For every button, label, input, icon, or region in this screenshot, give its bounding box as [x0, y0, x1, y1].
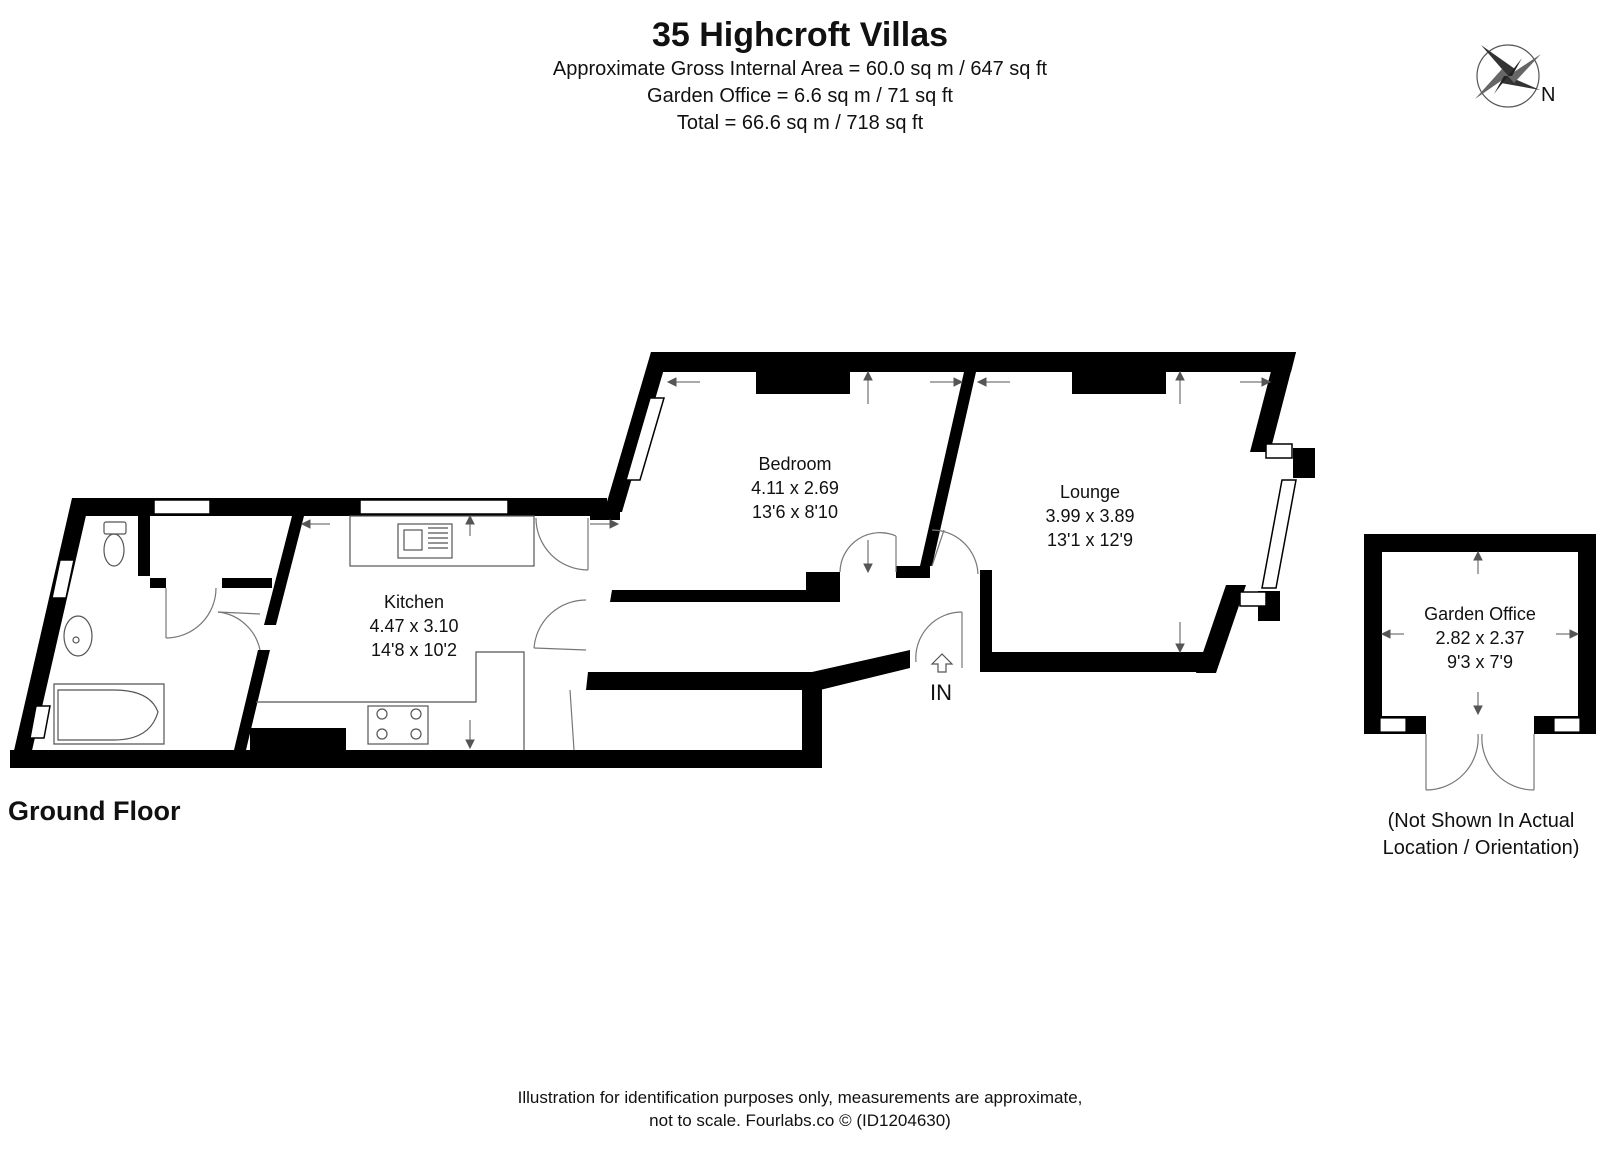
- garden-office-imperial: 9'3 x 7'9: [1447, 652, 1513, 672]
- kitchen-fittings: [256, 515, 535, 750]
- kitchen-imperial: 14'8 x 10'2: [371, 640, 457, 660]
- disclaimer-line-2: not to scale. Fourlabs.co © (ID1204630): [649, 1111, 951, 1130]
- garden-office-walls: [1364, 534, 1596, 734]
- bedroom-label: Bedroom 4.11 x 2.69 13'6 x 8'10: [715, 452, 875, 524]
- kitchen-label: Kitchen 4.47 x 3.10 14'8 x 10'2: [334, 590, 494, 662]
- kitchen-name: Kitchen: [383, 592, 445, 612]
- windows: [29, 397, 1297, 739]
- entrance-label: IN: [930, 680, 952, 705]
- garden-office-name: Garden Office: [1424, 604, 1536, 624]
- garden-office-doors: [1425, 733, 1535, 791]
- bathroom-fittings: [53, 521, 165, 745]
- garden-office-metric: 2.82 x 2.37: [1435, 628, 1525, 648]
- total-area-line: Total = 66.6 sq m / 718 sq ft: [676, 112, 924, 134]
- compass-rose-icon: [1475, 44, 1541, 108]
- gross-area-line: Approximate Gross Internal Area = 60.0 s…: [552, 58, 1048, 80]
- disclaimer-line-1: Illustration for identification purposes…: [517, 1088, 1083, 1107]
- property-title: 35 Highcroft Villas: [651, 16, 949, 54]
- floor-label: Ground Floor: [8, 796, 181, 826]
- garden-office-note-line-2: Location / Orientation): [1382, 837, 1580, 859]
- garden-office-note-line-1: (Not Shown In Actual: [1387, 810, 1575, 832]
- building-walls: [10, 352, 1315, 768]
- entrance-arrow-icon: [930, 653, 954, 673]
- bedroom-name: Bedroom: [758, 454, 832, 474]
- disclaimer-footer: Illustration for identification purposes…: [0, 1086, 1600, 1132]
- dimension-markers: [300, 370, 1272, 750]
- bedroom-metric: 4.11 x 2.69: [751, 478, 839, 498]
- lounge-label: Lounge 3.99 x 3.89 13'1 x 12'9: [1010, 480, 1170, 552]
- garden-office-windows: [1379, 717, 1581, 733]
- compass-north-label: N: [1541, 84, 1556, 106]
- garden-office-area-line: Garden Office = 6.6 sq m / 71 sq ft: [647, 85, 953, 107]
- bedroom-imperial: 13'6 x 8'10: [752, 502, 838, 522]
- garden-office-note: (Not Shown In Actual Location / Orientat…: [1366, 808, 1596, 862]
- lounge-name: Lounge: [1059, 482, 1121, 502]
- lounge-metric: 3.99 x 3.89: [1045, 506, 1135, 526]
- plan-header: 35 Highcroft Villas Approximate Gross In…: [0, 14, 1600, 137]
- lounge-imperial: 13'1 x 12'9: [1047, 530, 1133, 550]
- kitchen-metric: 4.47 x 3.10: [369, 616, 459, 636]
- garden-office-label: Garden Office 2.82 x 2.37 9'3 x 7'9: [1400, 602, 1560, 674]
- garden-office-dimension-markers: [1380, 550, 1580, 716]
- doors: [165, 517, 979, 751]
